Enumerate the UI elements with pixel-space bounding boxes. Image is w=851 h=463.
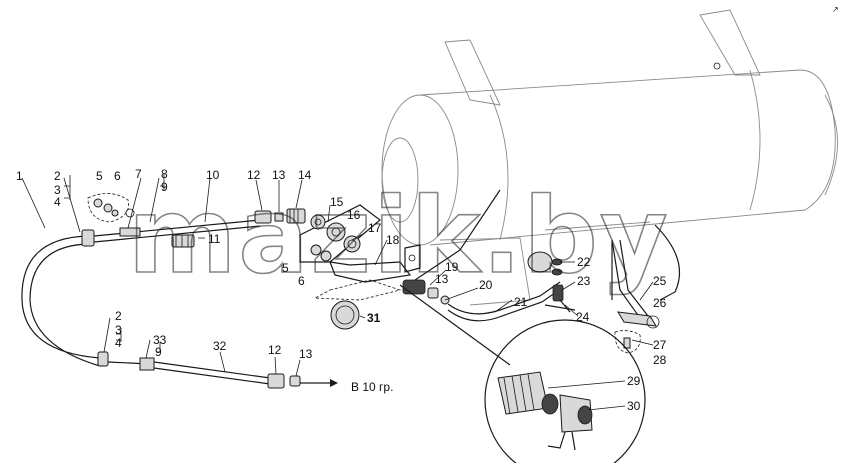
callout-9: 9 [161,180,168,194]
direction-note: В 10 гр. [351,380,393,394]
callout-13-lower: 13 [299,347,313,361]
callout-labels: 1 2 3 4 5 6 7 8 9 10 11 12 13 14 15 16 1… [16,167,667,413]
callout-13: 13 [272,168,286,182]
callout-19: 19 [445,260,459,274]
corner-mark: ↗ [832,5,839,14]
bracket-assembly [299,204,421,330]
callout-14: 14 [298,168,312,182]
callout-22: 22 [577,255,591,269]
callout-1: 1 [16,169,23,183]
callout-12-lower: 12 [268,343,282,357]
callout-6: 6 [114,169,121,183]
callout-16: 16 [347,208,361,222]
watermark-text: mazik.by [128,175,670,297]
callout-23: 23 [577,274,591,288]
callout-17: 17 [368,221,382,235]
callout-32: 32 [213,339,227,353]
callout-4-lower: 4 [115,336,122,350]
callout-30: 30 [627,399,641,413]
callout-6-lower: 6 [298,274,305,288]
callout-13-drain: 13 [435,272,449,286]
callout-27: 27 [653,338,667,352]
callout-4: 4 [54,195,61,209]
callout-3: 3 [54,183,61,197]
callout-21: 21 [514,295,528,309]
washers-top [87,193,135,223]
callout-5: 5 [96,169,103,183]
callout-7: 7 [135,167,142,181]
hose-assembly [21,219,301,389]
fitting-11 [171,234,195,248]
callout-29: 29 [627,374,641,388]
callout-8: 8 [161,167,168,181]
callout-28: 28 [653,353,667,367]
callout-2-lower: 2 [115,309,122,323]
callout-12: 12 [247,168,261,182]
callout-3-lower: 3 [115,323,122,337]
callout-20: 20 [479,278,493,292]
callout-9-lower: 9 [155,345,162,359]
callout-5-lower: 5 [282,261,289,275]
callout-24: 24 [576,310,590,324]
callout-33: 33 [153,333,167,347]
callout-26: 26 [653,296,667,310]
valve-22-24 [527,251,576,313]
detail-view [399,284,646,463]
callout-2: 2 [54,169,61,183]
callout-31: 31 [367,311,381,325]
drain-tube-right [611,224,681,354]
leader-lines [21,174,654,411]
callout-25: 25 [653,274,667,288]
callout-15: 15 [330,195,344,209]
callout-18: 18 [386,233,400,247]
fittings-12-14 [254,208,306,224]
direction-arrow [300,379,338,387]
callout-10: 10 [206,168,220,182]
callout-11: 11 [208,232,221,246]
